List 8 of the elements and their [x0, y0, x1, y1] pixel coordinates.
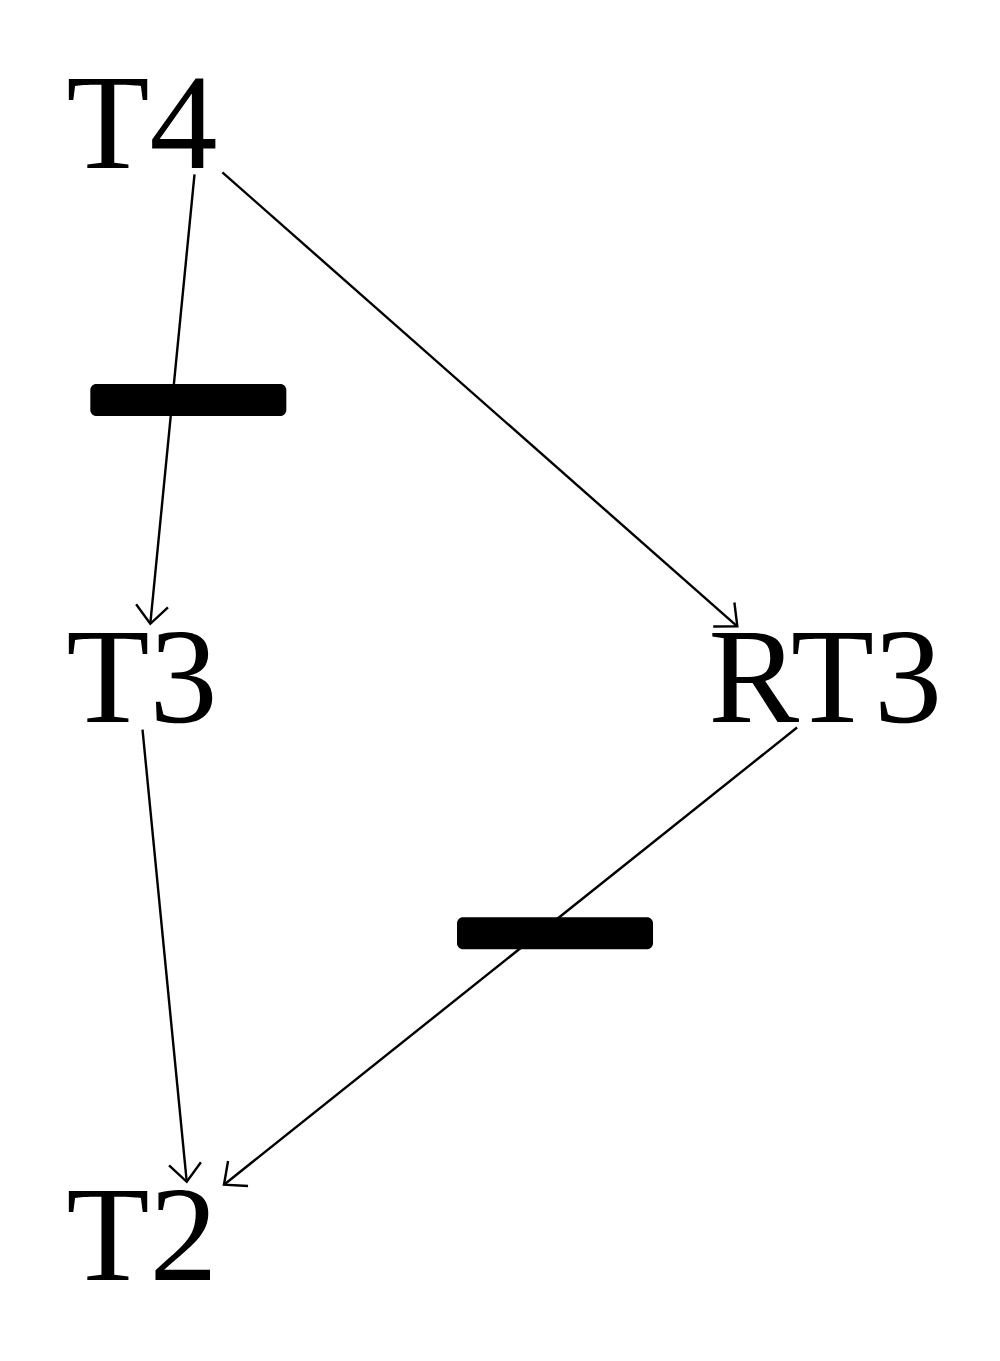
node-label: T4 [68, 78, 216, 168]
blocked-arrow [222, 726, 798, 1188]
node-label: RT3 [712, 631, 937, 724]
arrow [141, 729, 202, 1184]
arrow [221, 171, 739, 628]
blocked-arrow [90, 174, 287, 626]
node-label: T2 [68, 1189, 210, 1280]
node-label: T3 [68, 631, 213, 724]
